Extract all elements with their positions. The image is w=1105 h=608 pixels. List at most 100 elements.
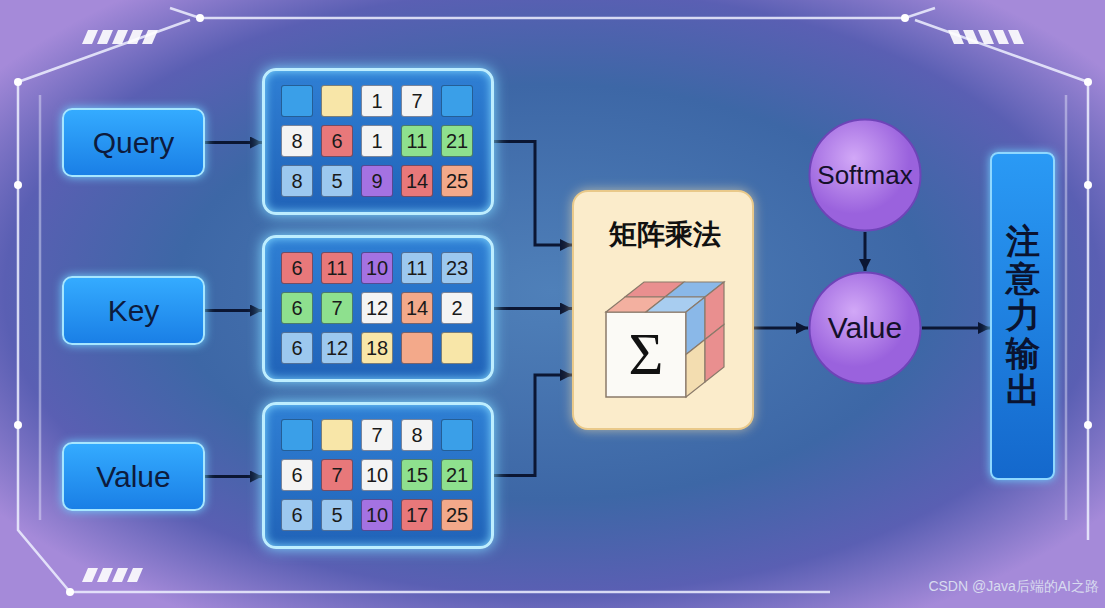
matrix-value: 5 xyxy=(331,170,342,193)
sum-symbol: Σ xyxy=(606,312,686,397)
matrix-cell xyxy=(441,419,473,451)
cube-face xyxy=(686,340,705,398)
output-bar: 注意力输出 xyxy=(990,152,1055,480)
matrix-cell: 7 xyxy=(361,419,393,451)
matrix-cell: 15 xyxy=(401,459,433,491)
circle-outline xyxy=(810,273,921,384)
matrix-cell: 25 xyxy=(441,499,473,531)
matrix-value: 10 xyxy=(366,464,388,487)
matrix-cell: 18 xyxy=(361,332,393,364)
matrix-value: 2 xyxy=(451,297,462,320)
matrix-cell: 7 xyxy=(321,459,353,491)
matrix-value: 25 xyxy=(446,170,468,193)
cube-face xyxy=(705,325,724,383)
input-box: Value xyxy=(62,442,205,511)
cube-face xyxy=(606,312,686,397)
matrix-value: 12 xyxy=(326,337,348,360)
matrix-cell: 6 xyxy=(281,332,313,364)
matrix-value: 8 xyxy=(291,130,302,153)
connector-arrow xyxy=(754,327,808,330)
matrix-panel: 1786111218591425 xyxy=(262,68,494,215)
connector-arrow xyxy=(494,307,572,310)
matrix-panel: 611101123671214261218 xyxy=(262,235,494,382)
frame-dots xyxy=(14,14,1092,596)
process-circle: Softmax xyxy=(808,118,922,232)
matrix-value: 14 xyxy=(406,170,428,193)
matrix-value: 6 xyxy=(291,257,302,280)
matrix-value: 9 xyxy=(371,170,382,193)
matrix-cell: 25 xyxy=(441,165,473,197)
matrix-cell: 2 xyxy=(441,292,473,324)
matrix-value: 21 xyxy=(446,130,468,153)
matrix-value: 17 xyxy=(406,504,428,527)
connector-arrow xyxy=(205,141,262,144)
matrix-cell: 10 xyxy=(361,459,393,491)
matrix-cell: 17 xyxy=(401,499,433,531)
box-label: Query xyxy=(93,126,175,160)
corner-stripes xyxy=(82,30,1024,582)
connector-arrow xyxy=(864,232,867,271)
matrix-cell xyxy=(401,332,433,364)
connector-arrow xyxy=(494,142,572,246)
matrix-value: 18 xyxy=(366,337,388,360)
matrix-cell: 9 xyxy=(361,165,393,197)
matrix-value: 10 xyxy=(366,504,388,527)
box-label: Value xyxy=(96,460,171,494)
matrix-cell xyxy=(441,85,473,117)
matrix-cell: 7 xyxy=(401,85,433,117)
matrix-cell: 21 xyxy=(441,459,473,491)
vertical-label: 注意力输出 xyxy=(1006,223,1040,410)
matrix-cell: 11 xyxy=(401,252,433,284)
matrix-value: 25 xyxy=(446,504,468,527)
matrix-value: 6 xyxy=(331,130,342,153)
matrix-cell: 8 xyxy=(281,165,313,197)
matrix-cell: 1 xyxy=(361,85,393,117)
matrix-cell: 6 xyxy=(281,252,313,284)
matrix-value: 6 xyxy=(291,297,302,320)
circle-outline xyxy=(810,120,921,231)
matrix-value: 7 xyxy=(411,90,422,113)
matrix-cell: 11 xyxy=(401,125,433,157)
matrix-value: 7 xyxy=(331,464,342,487)
matrix-value: 21 xyxy=(446,464,468,487)
connector-arrow xyxy=(205,309,262,312)
input-box: Query xyxy=(62,108,205,177)
matrix-value: 11 xyxy=(327,257,348,280)
circle-label: Value xyxy=(828,311,903,345)
matrix-cell: 10 xyxy=(361,499,393,531)
process-circle: Value xyxy=(808,271,922,385)
matrix-cell: 21 xyxy=(441,125,473,157)
connector-arrow xyxy=(205,475,262,478)
matrix-value: 11 xyxy=(407,130,428,153)
matrix-value: 6 xyxy=(291,504,302,527)
matrix-value: 23 xyxy=(446,257,468,280)
matrix-value: 1 xyxy=(371,130,382,153)
process-box: 矩阵乘法Σ xyxy=(572,190,754,430)
circle-label: Softmax xyxy=(817,160,912,191)
frame-line xyxy=(18,8,1088,592)
matrix-cell: 11 xyxy=(321,252,353,284)
matrix-value: 15 xyxy=(406,464,428,487)
box-label: Key xyxy=(108,294,160,328)
connector-arrow xyxy=(922,327,990,330)
matrix-cell: 6 xyxy=(281,292,313,324)
matrix-cell: 6 xyxy=(281,459,313,491)
matrix-value: 6 xyxy=(291,337,302,360)
connector-arrow xyxy=(494,375,572,476)
watermark: CSDN @Java后端的AI之路 xyxy=(928,578,1099,596)
matrix-value: 11 xyxy=(407,257,428,280)
matrix-value: 14 xyxy=(406,297,428,320)
matrix-cell: 12 xyxy=(361,292,393,324)
matrix-cell xyxy=(441,332,473,364)
matrix-cell: 23 xyxy=(441,252,473,284)
matrix-value: 6 xyxy=(291,464,302,487)
matrix-cell: 12 xyxy=(321,332,353,364)
matrix-cell: 6 xyxy=(321,125,353,157)
matrix-value: 12 xyxy=(366,297,388,320)
matrix-cell xyxy=(281,85,313,117)
input-box: Key xyxy=(62,276,205,345)
matrix-value: 1 xyxy=(371,90,382,113)
matrix-panel: 786710152165101725 xyxy=(262,402,494,549)
matrix-cell: 5 xyxy=(321,499,353,531)
